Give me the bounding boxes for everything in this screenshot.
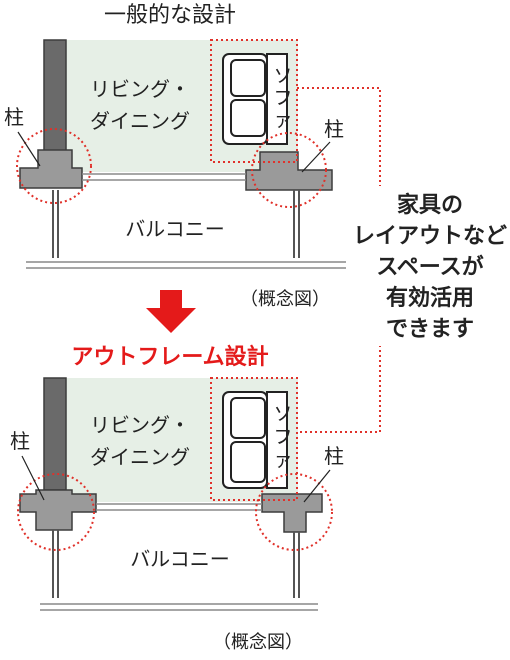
bottom-left-pillar	[19, 489, 97, 531]
bottom-sofa-char-2: フ	[273, 426, 292, 448]
bottom-pillar-leader-left	[21, 455, 45, 501]
bottom-title: アウトフレーム設計	[71, 344, 268, 370]
top-sofa-char-3: ァ	[273, 109, 292, 131]
bottom-room-label-1: リビング・	[90, 413, 190, 437]
callout: 家具の レイアウトなど スペースが 有効活用 できます	[297, 87, 510, 433]
top-right-pillar-circle	[251, 132, 327, 208]
bottom-sofa-highlight	[210, 377, 298, 501]
top-sofa-char-1: ソ	[273, 65, 292, 87]
bottom-room-label-2: ダイニング	[90, 445, 190, 469]
top-pillar-label-left: 柱	[4, 105, 24, 129]
top-pillar-leader-left	[17, 131, 41, 167]
callout-line-5: できます	[386, 317, 474, 342]
bottom-pillar-label-right: 柱	[324, 444, 344, 468]
bottom-sofa-char-1: ソ	[273, 403, 292, 425]
callout-line-3: スペースが	[376, 254, 483, 280]
bottom-caption: （概念図）	[213, 631, 303, 653]
top-diagram: 一般的な設計 リビング・ ダイニング ソ フ ァ	[4, 3, 348, 310]
top-room-label-1: リビング・	[90, 77, 190, 101]
top-room-label-2: ダイニング	[90, 109, 190, 133]
top-left-pillar-circle	[16, 128, 92, 204]
down-arrow-icon	[146, 290, 196, 333]
top-pillar-label-right: 柱	[324, 117, 344, 141]
top-sofa-icon	[222, 53, 288, 145]
top-caption: （概念図）	[240, 288, 330, 310]
top-sofa-char-2: フ	[273, 87, 292, 109]
top-pillar-leader-right	[301, 141, 331, 173]
bottom-balcony-label: バルコニー	[130, 547, 230, 571]
callout-line-2: レイアウトなど	[353, 224, 507, 249]
callout-line-4: 有効活用	[386, 285, 474, 311]
bottom-left-wall	[43, 377, 67, 491]
bottom-sofa-icon	[222, 391, 288, 489]
top-left-wall	[43, 39, 67, 169]
bottom-sofa-char-3: ァ	[273, 449, 292, 471]
bottom-diagram: アウトフレーム設計 リビング・ ダイニング ソ フ ァ	[10, 344, 344, 653]
top-sofa-highlight	[210, 39, 298, 163]
top-balcony-label: バルコニー	[125, 217, 225, 241]
bottom-right-pillar-circle	[255, 473, 333, 551]
bottom-left-pillar-circle	[17, 473, 95, 551]
bottom-pillar-label-left: 柱	[10, 429, 30, 453]
bottom-right-pillar	[261, 493, 323, 533]
top-left-pillar	[19, 149, 83, 189]
callout-box	[346, 186, 510, 346]
callout-line-1: 家具の	[397, 192, 463, 218]
top-right-pillar	[245, 151, 333, 191]
bottom-pillar-leader-right	[303, 469, 331, 503]
top-title: 一般的な設計	[104, 3, 236, 28]
